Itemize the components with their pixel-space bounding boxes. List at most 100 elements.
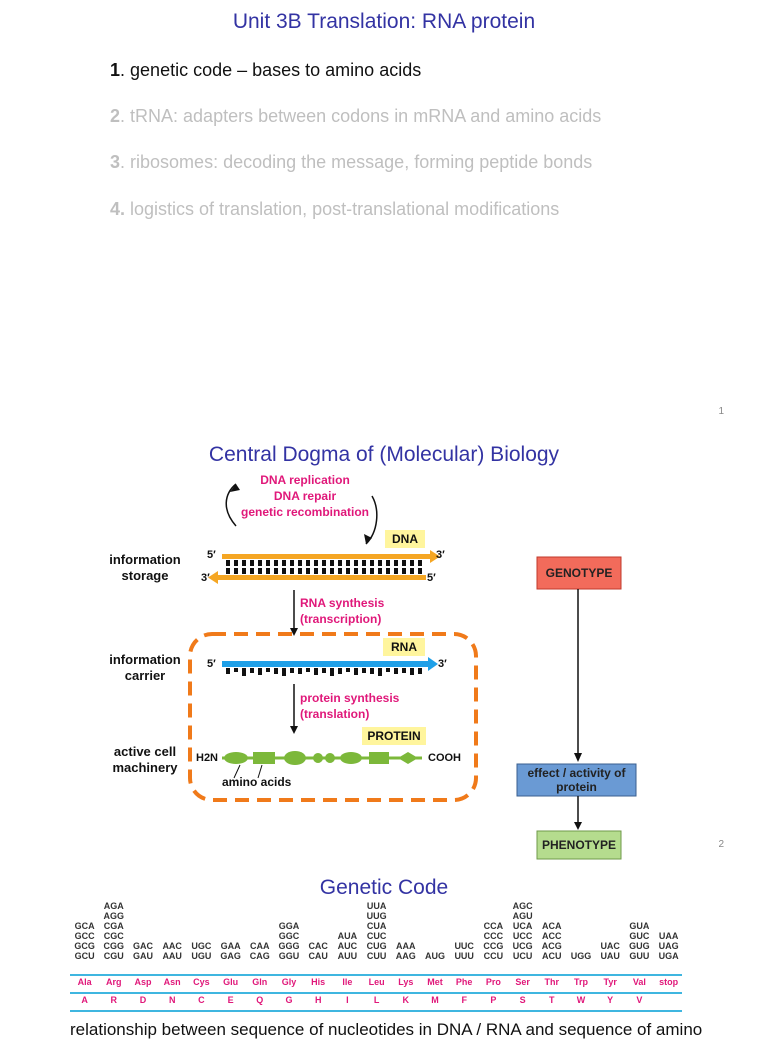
amino-acid-3letter: Thr: [544, 977, 560, 987]
base-pair-bottom: [362, 568, 366, 574]
codon: UCG: [512, 941, 533, 951]
base-pair-top: [346, 560, 350, 566]
base-pair-bottom: [266, 568, 270, 574]
dna-bottom-3prime: 3′: [201, 572, 210, 584]
rna-base: [418, 668, 422, 674]
amino-acid-1letter: W: [576, 995, 586, 1005]
base-pair-top: [274, 560, 278, 566]
divider-bottom: [70, 1010, 682, 1012]
rna-base: [314, 668, 318, 675]
codon: CUU: [366, 951, 387, 961]
rna-base: [306, 668, 310, 672]
rna-base: [242, 668, 246, 676]
codon: CUA: [366, 921, 387, 931]
base-pair-top: [298, 560, 302, 566]
base-pair-bottom: [258, 568, 262, 574]
central-dogma-diagram: [188, 483, 637, 860]
codon: AGC: [512, 901, 533, 911]
base-pair-bottom: [418, 568, 422, 574]
base-pair-top: [314, 560, 318, 566]
rna-base: [322, 668, 326, 673]
slide-title: Unit 3B Translation: RNA protein: [232, 10, 536, 33]
codon: UAU: [600, 951, 620, 961]
base-pair-bottom: [386, 568, 390, 574]
amino-acid-1letter: V: [636, 995, 643, 1005]
base-pair-bottom: [234, 568, 238, 574]
rna-base: [330, 668, 334, 676]
amino-acid-3letter: Tyr: [603, 977, 617, 987]
base-pair-top: [330, 560, 334, 566]
codon: UGA: [658, 951, 679, 961]
amino-acid-3letter: Ser: [515, 977, 530, 987]
codon: UUC: [454, 941, 474, 951]
base-pair-bottom: [242, 568, 246, 574]
rna-base: [258, 668, 262, 675]
amino-acid-3letter: Trp: [573, 977, 588, 987]
amino-acid-3letter: Gly: [281, 977, 297, 987]
codon: CCC: [483, 931, 504, 941]
codon: ACG: [541, 941, 562, 951]
rna-base: [282, 668, 286, 676]
amino-acid-1letter: R: [110, 995, 118, 1005]
slide-1: Unit 3B Translation: RNA protein 1. gene…: [0, 0, 768, 432]
amino-acid-3letter: Cys: [193, 977, 210, 987]
codon: CUG: [366, 941, 387, 951]
base-pair-top: [394, 560, 398, 566]
base-pair-top: [322, 560, 326, 566]
amino-acid-1letter: M: [431, 995, 439, 1005]
rna-base: [386, 668, 390, 672]
codon: CUC: [366, 931, 387, 941]
caption: relationship between sequence of nucleot…: [70, 1020, 703, 1039]
codon: GAG: [220, 951, 241, 961]
codon: GGC: [278, 931, 300, 941]
codon: CGU: [103, 951, 124, 961]
rna-base: [402, 668, 406, 673]
amino-acid-3letter: Arg: [106, 977, 122, 987]
bullet-3: 3. ribosomes: decoding the message, form…: [110, 152, 593, 172]
amino-acid-1letter: N: [168, 995, 176, 1005]
h2n-label: H2N: [196, 752, 219, 764]
base-pair-top: [282, 560, 286, 566]
base-pair-bottom: [330, 568, 334, 574]
base-pair-bottom: [354, 568, 358, 574]
codon: AUU: [337, 951, 358, 961]
codon: GAC: [132, 941, 153, 951]
codon: CAU: [308, 951, 328, 961]
dna-bottom-5prime: 5′: [427, 572, 436, 584]
base-pair-bottom: [394, 568, 398, 574]
codon: UCU: [512, 951, 533, 961]
codon: AUG: [424, 951, 445, 961]
replication-labels: DNA replication DNA repair genetic recom…: [240, 473, 370, 519]
codon: UAC: [600, 941, 620, 951]
codon: ACC: [542, 931, 562, 941]
rna-base: [338, 668, 342, 674]
base-pair-bottom: [410, 568, 414, 574]
amino-acid-1letter: D: [139, 995, 147, 1005]
codon: GUU: [629, 951, 650, 961]
amino-acid-3letter: Val: [632, 977, 646, 987]
base-pair-bottom: [282, 568, 286, 574]
codon: GUA: [629, 921, 650, 931]
translation-label: protein synthesis(translation): [300, 691, 400, 721]
amino-acid-3letter: Asn: [163, 977, 181, 987]
amino-acid-1letter: P: [490, 995, 497, 1005]
slide-title: Genetic Code: [319, 876, 449, 899]
dna-label: DNA: [392, 532, 418, 546]
codon: UCA: [512, 921, 533, 931]
rna-3prime: 3′: [438, 658, 447, 670]
bullet-1: 1. genetic code – bases to amino acids: [110, 60, 422, 80]
base-pair-bottom: [290, 568, 294, 574]
base-pair-top: [242, 560, 246, 566]
amino-acid-3letter: Leu: [368, 977, 385, 987]
amino-acid-1letter: S: [519, 995, 526, 1005]
dna-top-5prime: 5′: [207, 549, 216, 561]
rna-base: [378, 668, 382, 676]
codon: CCA: [483, 921, 504, 931]
codon: AAG: [395, 951, 416, 961]
rna-5prime: 5′: [207, 658, 216, 670]
codon: CGA: [103, 921, 124, 931]
base-pair-bottom: [402, 568, 406, 574]
